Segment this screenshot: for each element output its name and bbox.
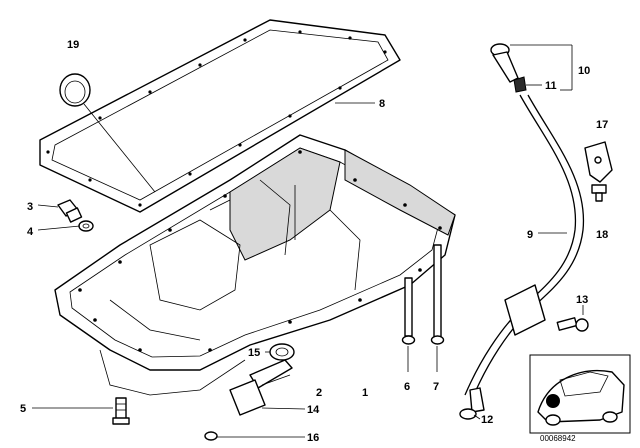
bolt-13 [556, 317, 589, 332]
oil-pan [54, 134, 456, 396]
callout-2: 2 [316, 387, 322, 399]
reference-number: 00068942 [540, 434, 576, 443]
callout-10: 10 [578, 65, 590, 77]
callout-1: 1 [362, 387, 368, 399]
bracket [584, 141, 613, 183]
callout-14: 14 [307, 404, 320, 416]
vehicle-location-inset [529, 354, 631, 434]
callout-6: 6 [404, 381, 410, 393]
bolt-5 [112, 397, 130, 425]
callout-15: 15 [248, 347, 260, 359]
bolt-6 [401, 277, 416, 345]
seal-ring [59, 73, 91, 107]
oil-pickup [204, 343, 295, 441]
callout-8: 8 [379, 98, 385, 110]
bolt-18 [591, 184, 607, 202]
callout-17: 17 [596, 119, 608, 131]
callout-7: 7 [433, 381, 439, 393]
oil-pan-gasket [39, 19, 401, 213]
callout-18: 18 [596, 229, 608, 241]
callout-labels: 1 2 3 4 5 6 7 8 9 10 11 12 13 14 15 16 1… [20, 39, 608, 444]
callout-12: 12 [481, 414, 493, 426]
callout-13: 13 [576, 294, 588, 306]
dipstick-tube [464, 94, 585, 413]
callout-3: 3 [27, 201, 33, 213]
bolt-7 [430, 244, 445, 345]
callout-16: 16 [307, 432, 319, 444]
callout-19: 19 [67, 39, 79, 51]
callout-5: 5 [20, 403, 26, 415]
drain-plug [57, 199, 83, 223]
callout-11: 11 [545, 80, 557, 92]
sealing-washer [78, 220, 94, 232]
leader-lines [32, 44, 584, 438]
callout-4: 4 [27, 226, 34, 238]
o-ring [459, 408, 477, 420]
callout-9: 9 [527, 229, 533, 241]
dipstick [490, 43, 527, 93]
